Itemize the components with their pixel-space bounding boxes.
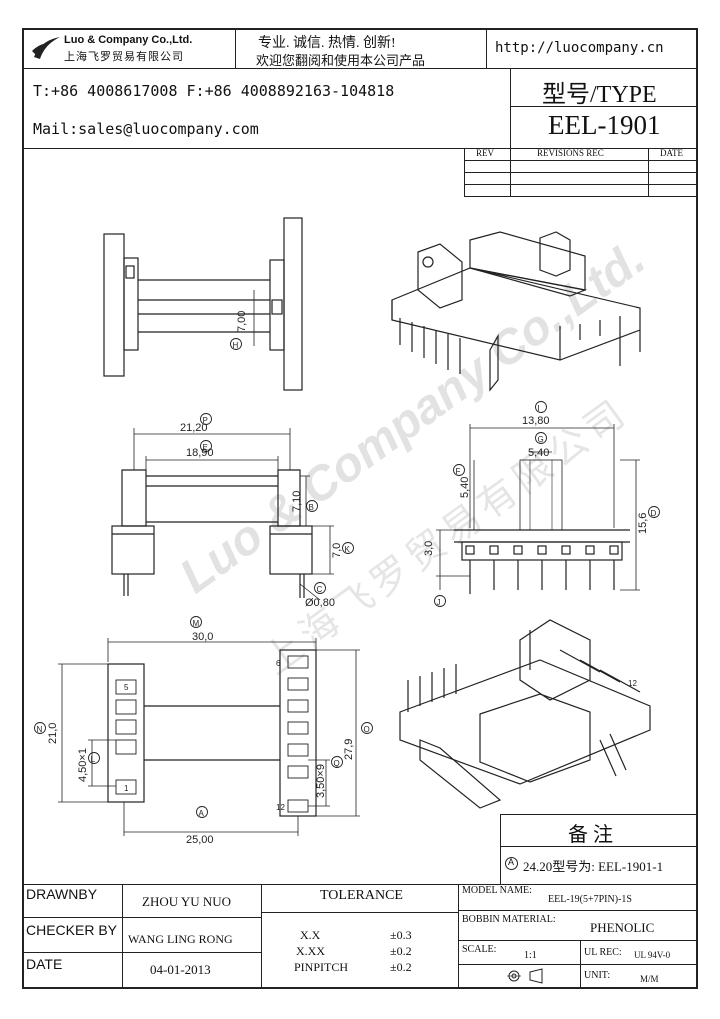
dim-l-value: 4,50×1: [77, 748, 89, 782]
svg-text:O: O: [364, 725, 370, 734]
slogan: 专业. 诚信. 热情. 创新!: [258, 36, 396, 51]
company-logo-icon: [32, 37, 60, 59]
company-name: Luo & Company Co.,Ltd.: [64, 34, 193, 46]
dim-g-value: 5,40: [528, 447, 549, 459]
isometric-top-view: [391, 231, 641, 392]
svg-text:K: K: [345, 545, 351, 554]
tol-xxx-label: X.XX: [296, 944, 325, 958]
unit-label: UNIT:: [584, 970, 611, 981]
dim-n-value: 21,0: [47, 723, 59, 744]
svg-text:M: M: [193, 619, 200, 628]
tol-pin-label: PINPITCH: [294, 960, 349, 974]
svg-text:P: P: [203, 416, 208, 425]
bobbin-label: BOBBIN MATERIAL:: [462, 914, 556, 925]
tol-xx-value: ±0.3: [390, 928, 412, 942]
pin-label-12-iso: 12: [628, 679, 637, 688]
mail-address[interactable]: Mail:sales@luocompany.com: [33, 120, 259, 138]
tolerance-label: TOLERANCE: [320, 888, 403, 903]
projection-symbol-icon: [507, 968, 543, 984]
checker-value: WANG LING RONG: [128, 932, 233, 946]
scale-label: SCALE:: [462, 944, 497, 955]
svg-text:C: C: [317, 585, 323, 594]
tol-xx-label: X.X: [300, 928, 321, 942]
pin-label-1: 1: [124, 784, 129, 793]
pin-label-6: 6: [276, 659, 281, 668]
dim-a-value: 25,00: [186, 834, 214, 846]
front-view: [111, 428, 334, 601]
dim-h-value: 7,00: [236, 311, 248, 332]
svg-text:D: D: [651, 509, 657, 518]
note-circle-icon: [505, 857, 518, 870]
dim-i-value: 13,80: [522, 415, 550, 427]
svg-text:G: G: [538, 435, 544, 444]
svg-text:I: I: [538, 404, 540, 413]
scale-value: 1:1: [524, 950, 537, 961]
ulrec-label: UL REC:: [584, 947, 622, 958]
drawing-frame: [22, 28, 698, 989]
unit-value: M/M: [640, 974, 659, 984]
ulrec-value: UL 94V-0: [634, 950, 671, 960]
dim-e-value: 18,90: [186, 447, 214, 459]
dim-b-value: 7,10: [291, 491, 303, 512]
note-text: 24.20型号为: EEL-1901-1: [523, 859, 664, 874]
revisions-rec-col-header: REVISIONS REC: [537, 148, 604, 158]
dim-p-value: 21,20: [180, 422, 208, 434]
dim-m-value: 30,0: [192, 631, 213, 643]
svg-text:L: L: [91, 755, 96, 764]
pin-label-12: 12: [276, 803, 285, 812]
pin-label-5: 5: [124, 683, 129, 692]
side-view: [103, 217, 303, 391]
website-link[interactable]: http://luocompany.cn: [495, 40, 664, 56]
dim-k-value: 7,0: [331, 543, 343, 558]
drawnby-label: DRAWNBY: [26, 886, 98, 902]
svg-text:E: E: [203, 443, 208, 452]
isometric-bottom-view: [399, 619, 651, 809]
welcome-text: 欢迎您翻阅和使用本公司产品: [256, 53, 426, 68]
company-name-cn: 上海飞罗贸易有限公司: [64, 51, 184, 63]
svg-text:H: H: [233, 341, 239, 350]
dim-o-value: 27,9: [343, 739, 355, 760]
svg-text:B: B: [309, 503, 314, 512]
dim-d-value: 15,6: [637, 513, 649, 534]
model-label: MODEL NAME:: [462, 885, 532, 896]
type-label: 型号/TYPE: [542, 82, 657, 108]
date-value: 04-01-2013: [150, 962, 211, 977]
date-col-header: DATE: [660, 148, 683, 158]
svg-text:A: A: [199, 809, 205, 818]
notes-title: 备 注: [568, 824, 613, 846]
end-view: [436, 424, 640, 594]
model-value: EEL-19(5+7PIN)-1S: [548, 894, 632, 905]
svg-text:J: J: [437, 598, 441, 607]
phone-fax: T:+86 4008617008 F:+86 4008892163-104818: [33, 82, 395, 100]
svg-text:Q: Q: [334, 759, 340, 768]
dim-f-value: 5,40: [459, 477, 471, 498]
svg-text:F: F: [456, 467, 461, 476]
bottom-view: [58, 638, 360, 836]
drawnby-value: ZHOU YU NUO: [142, 894, 232, 909]
date-label: DATE: [26, 956, 63, 972]
bobbin-value: PHENOLIC: [590, 920, 655, 935]
rev-col-header: REV: [476, 148, 494, 158]
checker-label: CHECKER BY: [26, 922, 118, 938]
tol-xxx-value: ±0.2: [390, 944, 412, 958]
svg-text:N: N: [37, 725, 43, 734]
dim-q-value: 3,50×9: [315, 764, 327, 798]
dim-j-value: 3,0: [423, 541, 435, 556]
type-value: EEL-1901: [548, 110, 661, 140]
tol-pin-value: ±0.2: [390, 960, 412, 974]
dim-c-value: Ø0,80: [305, 597, 335, 609]
